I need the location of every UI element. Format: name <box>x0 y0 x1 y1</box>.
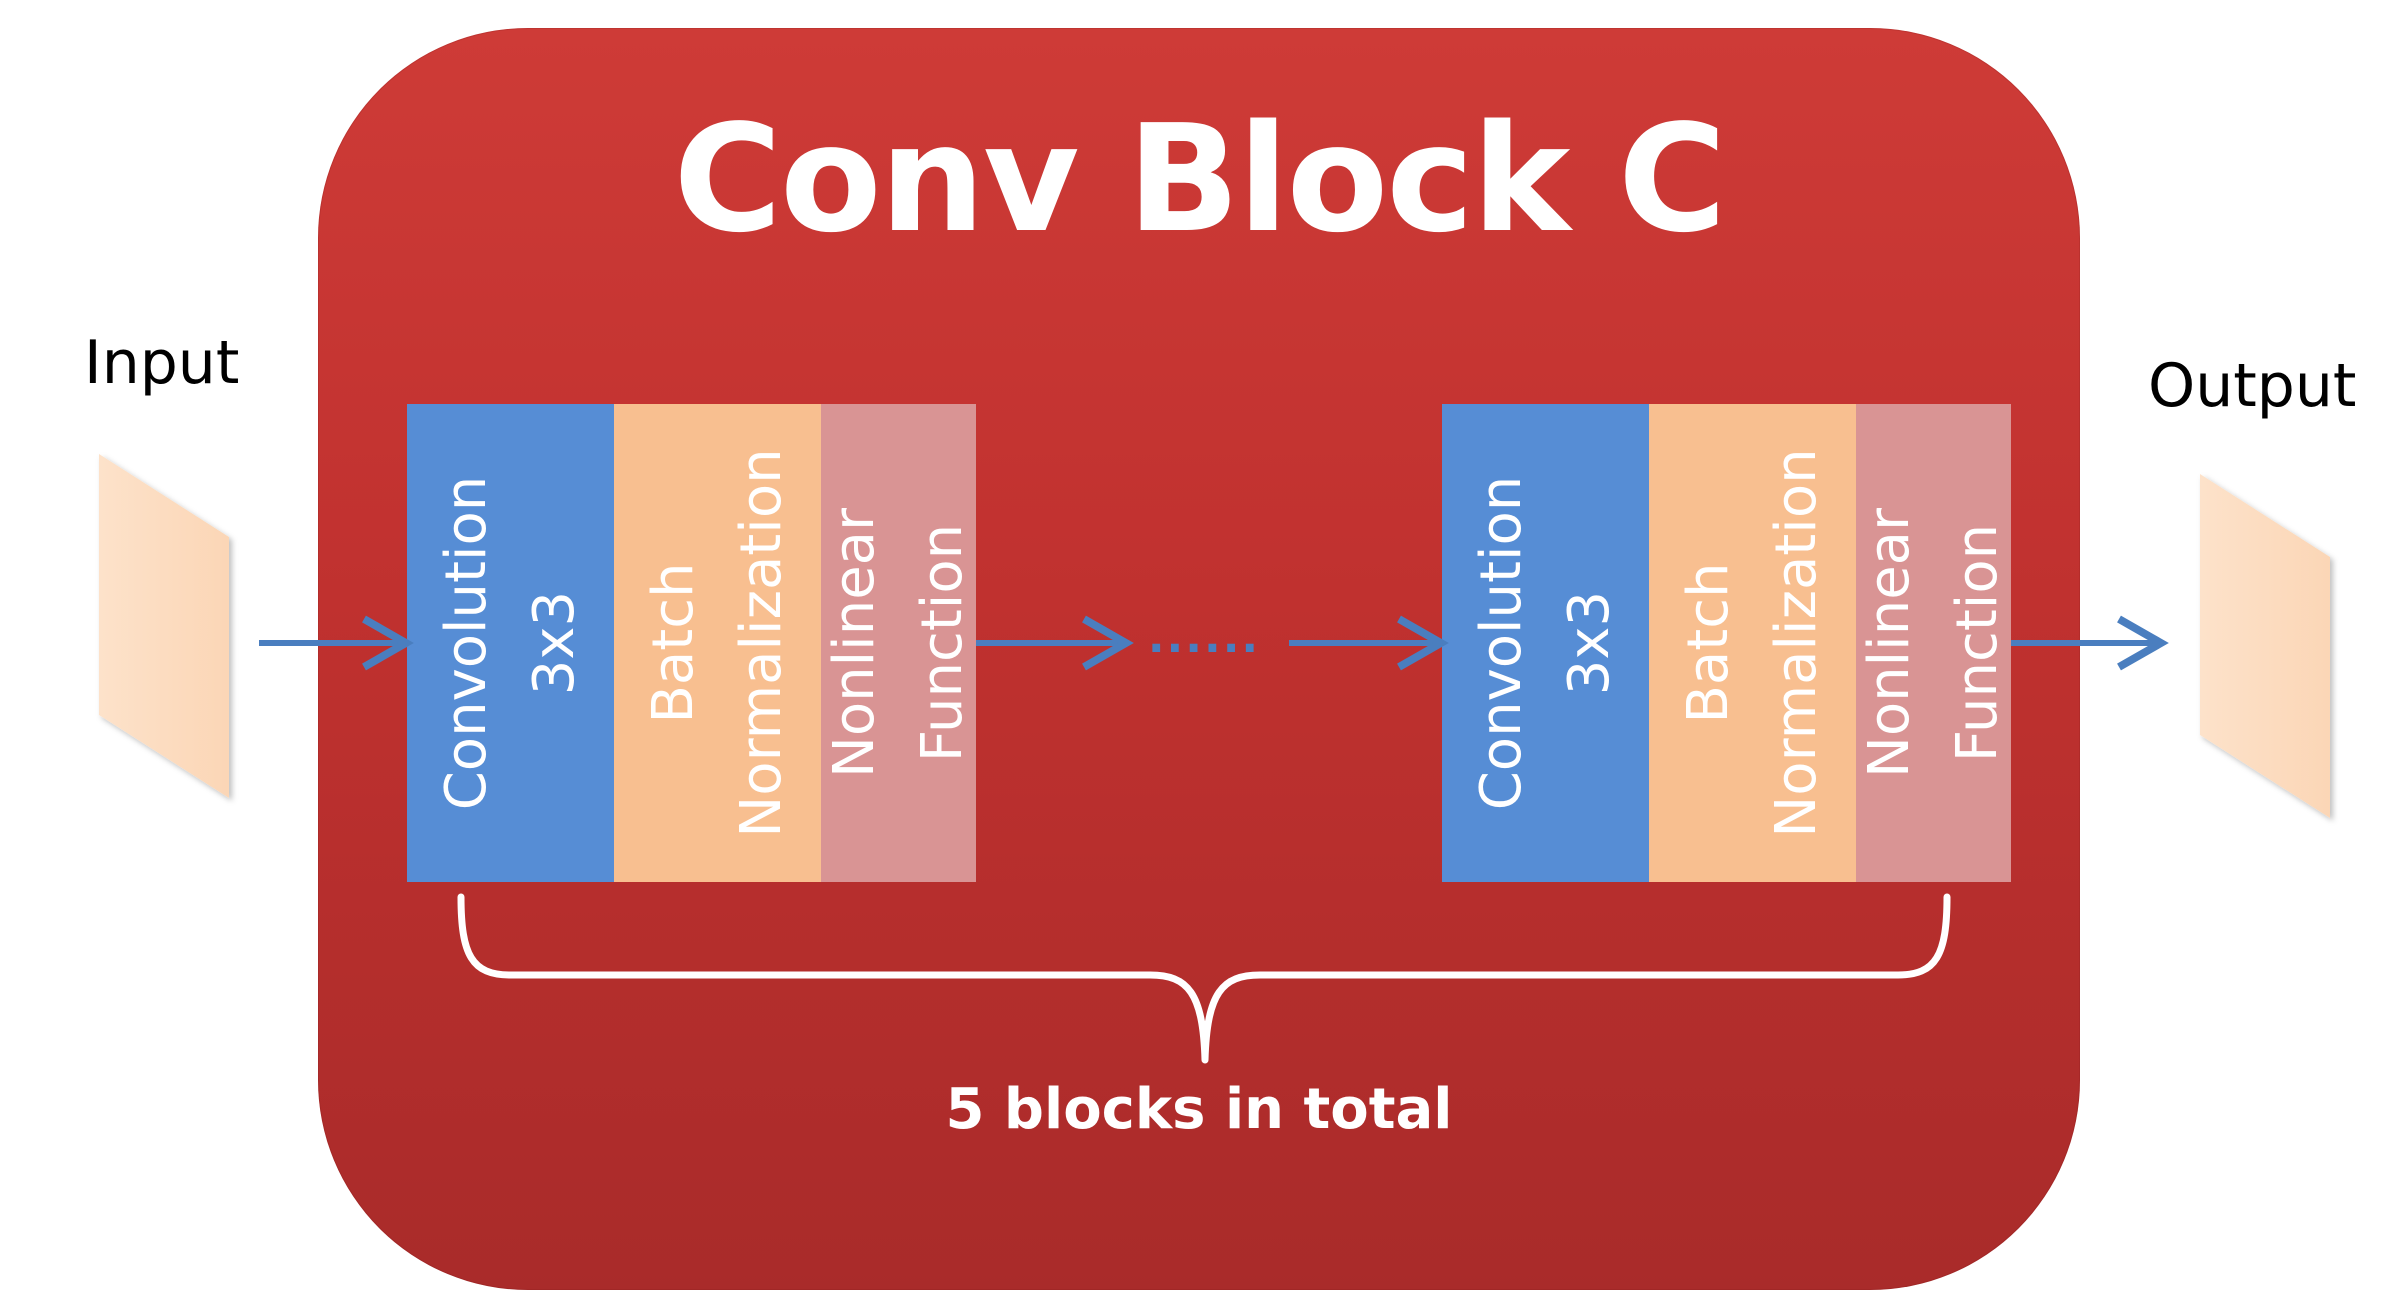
block-1-nonlinear-line-2: Function <box>909 523 975 763</box>
block-1-convolution-layer: Convolution 3x3 <box>407 404 614 882</box>
block-1-nonlinear-layer: Nonlinear Function <box>821 404 976 882</box>
block-5-batch-norm-layer: Batch Normalization <box>1649 404 1856 882</box>
block-5-convolution-kernel: 3x3 <box>1556 590 1622 696</box>
input-feature-map <box>99 454 229 798</box>
block-5-nonlinear-line-2: Function <box>1944 523 2010 763</box>
block-1-convolution-label: Convolution <box>433 475 499 811</box>
blocks-count-caption: 5 blocks in total <box>945 1077 1453 1142</box>
output-label: Output <box>2148 351 2357 421</box>
block-5-batch-norm-line-2: Normalization <box>1763 448 1829 838</box>
block-5-convolution-label: Convolution <box>1468 475 1534 811</box>
block-1-batch-norm-layer: Batch Normalization <box>614 404 821 882</box>
block-1-nonlinear-line-1: Nonlinear <box>821 507 887 779</box>
block-5-nonlinear-line-1: Nonlinear <box>1856 507 1922 779</box>
block-1-convolution-kernel: 3x3 <box>521 590 587 696</box>
block-1-batch-norm-line-1: Batch <box>640 562 706 724</box>
block-5-convolution-layer: Convolution 3x3 <box>1442 404 1649 882</box>
diagram-title: Conv Block C <box>673 93 1726 265</box>
block-5-nonlinear-layer: Nonlinear Function <box>1856 404 2011 882</box>
block-1-batch-norm-line-2: Normalization <box>728 448 794 838</box>
output-feature-map <box>2200 474 2330 818</box>
input-label: Input <box>84 328 240 398</box>
block-5-batch-norm-line-1: Batch <box>1675 562 1741 724</box>
